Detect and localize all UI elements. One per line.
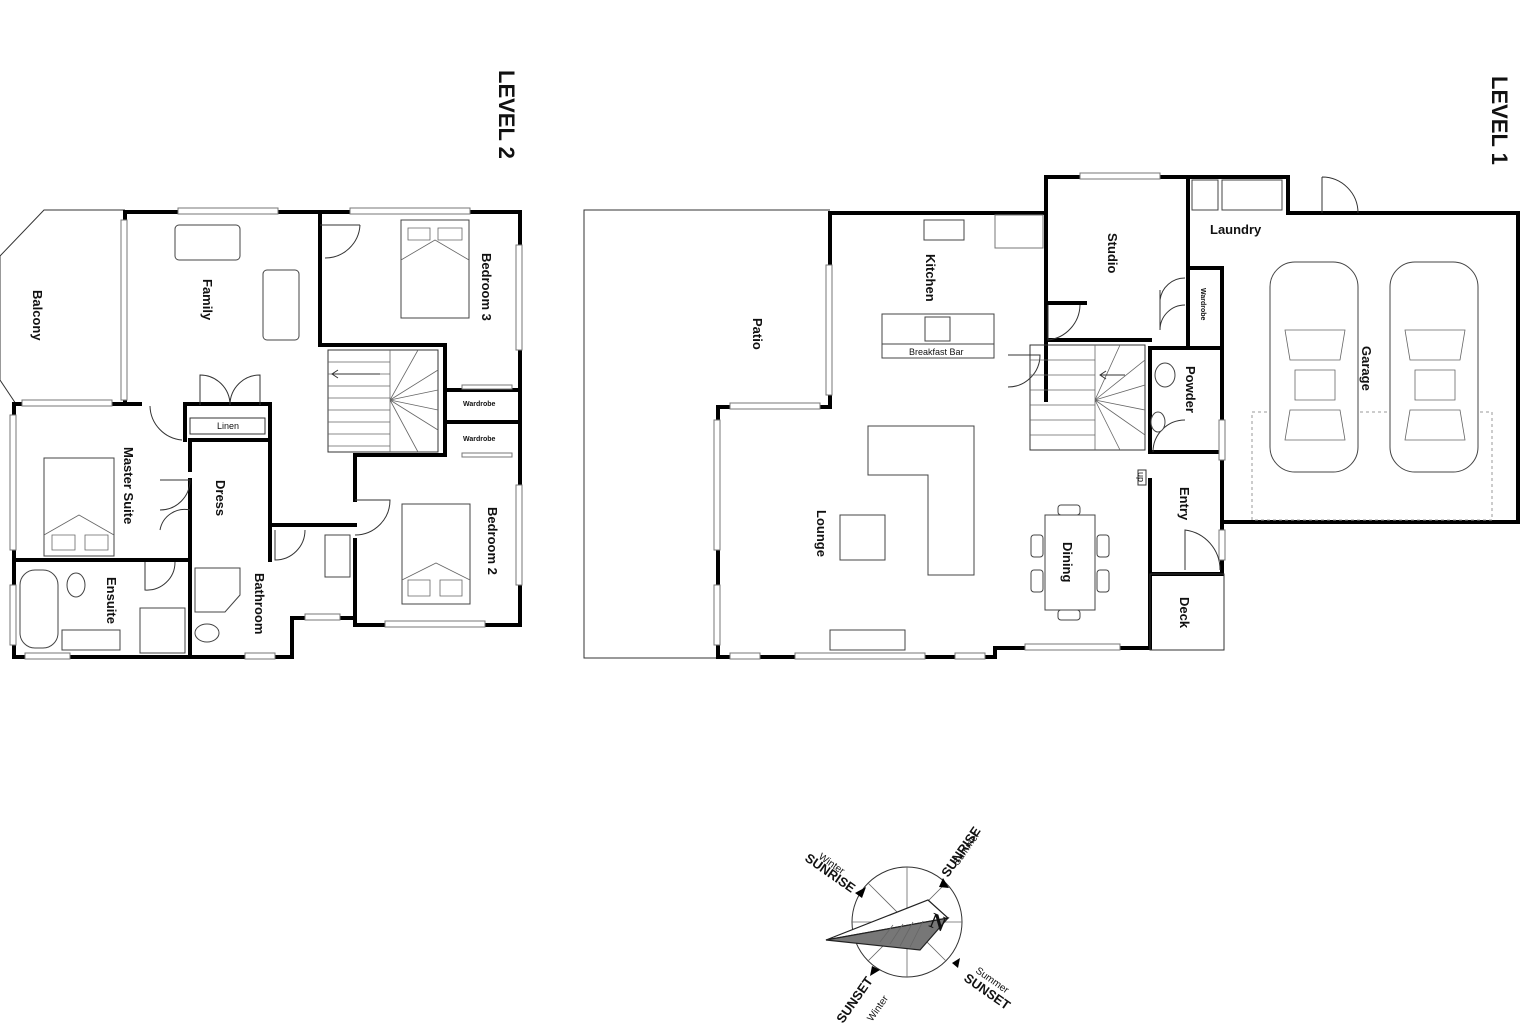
toilet	[194, 623, 220, 643]
car	[1389, 261, 1479, 473]
cooktop	[924, 316, 951, 342]
compass-rose: N Winter SUNRISE Summer SUNRISE Summer S…	[802, 824, 1013, 1024]
room-label-family: Family	[200, 279, 215, 321]
room-label-master-suite: Master Suite	[121, 447, 136, 524]
room-label-kitchen: Kitchen	[923, 254, 938, 302]
level-2-title: LEVEL 2	[494, 70, 519, 159]
bed	[43, 457, 115, 557]
level-1-plan: up	[583, 76, 1520, 660]
room-label-patio: Patio	[750, 318, 765, 350]
breakfast-bar	[881, 343, 995, 359]
level-1-furniture	[829, 179, 1493, 651]
winter-sunset-small: Winter	[865, 993, 891, 1024]
level-1-stairs: up	[1029, 344, 1147, 486]
room-label-bedroom-2: Bedroom 2	[485, 507, 500, 575]
sofa	[174, 224, 241, 261]
level-2-interior-walls	[12, 210, 522, 659]
lounge-sofa	[867, 425, 975, 576]
compass-needle	[825, 917, 950, 951]
sofa	[262, 269, 300, 341]
laundry-tub	[1191, 179, 1219, 211]
basin	[1150, 411, 1166, 433]
room-label-dress: Dress	[213, 480, 228, 516]
level-2-stairs	[327, 349, 439, 453]
laundry-bench	[1221, 179, 1283, 211]
level-2-labels: LEVEL 2 Balcony Family Bedroom 3 Wardrob…	[30, 70, 519, 634]
bathtub	[19, 569, 59, 649]
room-label-studio: Studio	[1105, 233, 1120, 273]
level-2-furniture	[19, 219, 471, 654]
level-2-plan: LEVEL 2 Balcony Family Bedroom 3 Wardrob…	[0, 70, 523, 660]
garage-slab	[1251, 411, 1493, 521]
summer-sunset-marker	[952, 958, 960, 968]
toilet	[1154, 362, 1176, 388]
room-label-garage: Garage	[1359, 346, 1374, 391]
kitchen-sink	[923, 219, 965, 241]
tv-unit	[829, 629, 906, 651]
patio-outline	[583, 209, 830, 659]
basin	[324, 534, 351, 578]
room-label-bedroom-3: Bedroom 3	[479, 253, 494, 321]
room-label-dining: Dining	[1060, 542, 1075, 582]
level-1-labels: LEVEL 1 Patio Kitchen Breakfast Bar Stud…	[750, 76, 1512, 629]
vanity	[61, 629, 121, 651]
room-label-laundry: Laundry	[1210, 222, 1262, 237]
level-2-doors	[144, 224, 391, 591]
coffee-table	[839, 514, 886, 561]
room-label-breakfast-bar: Breakfast Bar	[909, 347, 964, 357]
room-label-entry: Entry	[1177, 487, 1192, 521]
summer-sunrise-label: SUNRISE	[938, 824, 984, 880]
summer-sunrise-marker	[939, 878, 949, 888]
bed	[401, 503, 471, 605]
toilet	[66, 572, 86, 598]
winter-sunset-marker	[870, 966, 880, 976]
room-label-powder: Powder	[1183, 366, 1198, 413]
car	[1269, 261, 1359, 473]
level-1-title: LEVEL 1	[1487, 76, 1512, 165]
level-1-interior-walls	[1044, 175, 1224, 576]
level-2-windows	[9, 207, 523, 660]
winter-sunrise-marker	[855, 887, 866, 898]
shower	[194, 567, 241, 613]
room-label-balcony: Balcony	[30, 290, 45, 341]
room-label-bathroom: Bathroom	[252, 573, 267, 634]
level-1-windows	[713, 172, 1226, 660]
room-label-lounge: Lounge	[814, 510, 829, 557]
room-label-ensuite: Ensuite	[104, 577, 119, 624]
stair-up-label: up	[1136, 472, 1146, 482]
room-label-linen: Linen	[217, 421, 239, 431]
shower	[139, 607, 186, 654]
level-1-doors	[1007, 176, 1359, 571]
room-label-deck: Deck	[1177, 597, 1192, 629]
room-label-wardrobe: Wardrobe	[463, 436, 496, 443]
bed	[400, 219, 470, 319]
balcony-outline	[0, 209, 125, 405]
deck-outline	[1149, 573, 1225, 651]
room-label-wardrobe: Wardrobe	[1199, 288, 1206, 321]
room-label-wardrobe: Wardrobe	[463, 401, 496, 408]
